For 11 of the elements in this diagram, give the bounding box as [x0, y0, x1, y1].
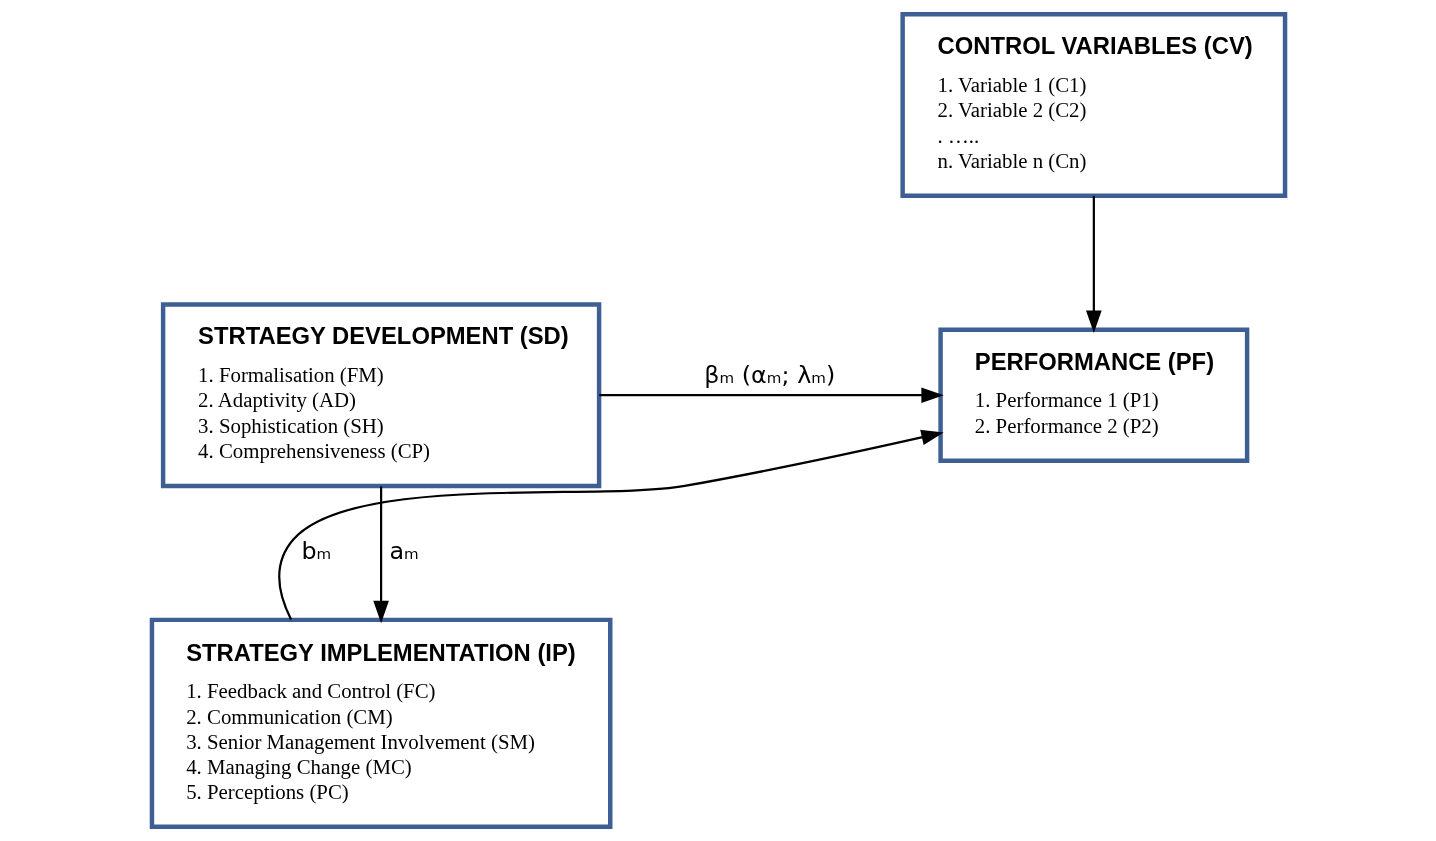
- node-box: STRTAEGY DEVELOPMENT (SD) 1. Formalisation (FM) 2. Adaptivity (AD) 3. Sophistication (SH) 4. Comprehensiveness (CP): [160, 302, 601, 489]
- edge-label: aₘ: [388, 536, 419, 565]
- edge-label: bₘ: [300, 536, 331, 565]
- arrow: [598, 387, 944, 404]
- arrow: [1085, 195, 1102, 333]
- arrow: [372, 486, 389, 624]
- arrow: [277, 429, 944, 620]
- edge-label: βₘ (αₘ; λₘ): [703, 361, 835, 389]
- node-box: PERFORMANCE (PF) 1. Performance 1 (P1) 2. Performance 2 (P2): [937, 327, 1249, 463]
- node-box: STRATEGY IMPLEMENTATION (IP) 1. Feedback and Control (FC) 2. Communication (CM) 3. Senior Management Involvement (SM) 4. Managing Change (MC) 5. Perceptions (PC): [149, 617, 612, 829]
- node-box: CONTROL VARIABLES (CV) 1. Variable 1 (C1) 2. Variable 2 (C2) . ….. n. Variable n (Cn): [899, 12, 1287, 199]
